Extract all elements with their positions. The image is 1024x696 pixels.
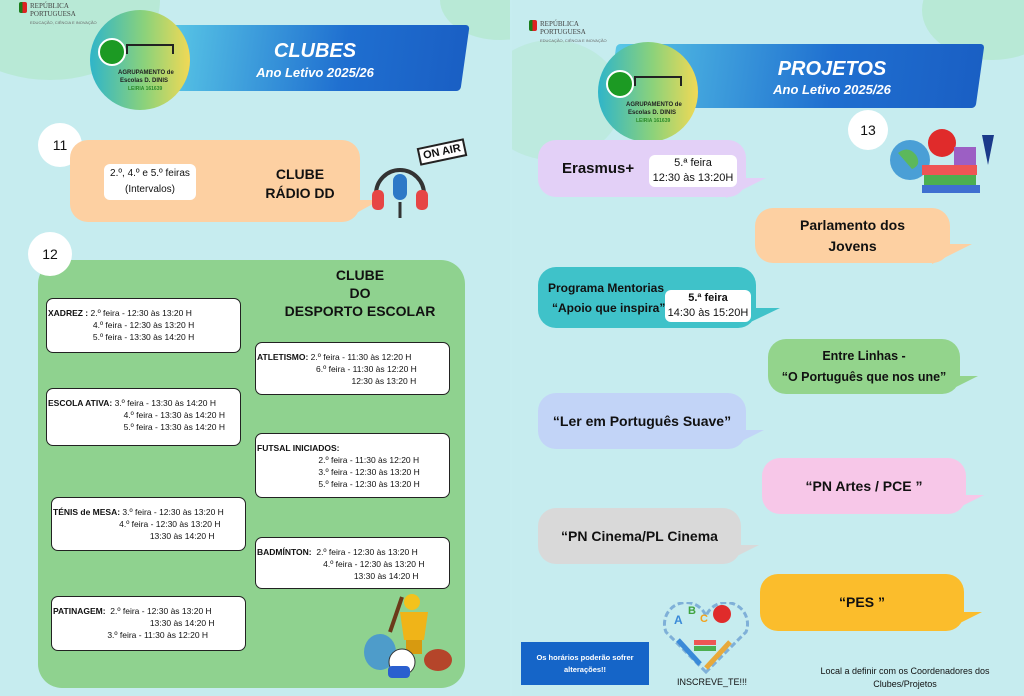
school-logo: AGRUPAMENTO de Escolas D. DINIS LEIRIA 1…: [90, 10, 190, 110]
project-number: 13: [848, 110, 888, 150]
bubble-tail: [723, 545, 759, 563]
school-supplies-icon: [882, 115, 997, 195]
signup-text: INSCREVE_TE!!!: [676, 677, 748, 687]
project-ler-portugues: “Ler em Português Suave”: [538, 393, 746, 449]
bubble-tail: [728, 430, 764, 448]
activity-card-futsal: FUTSAL INICIADOS: 2.º feira - 11:30 às 1…: [255, 433, 450, 498]
activity-card-patinagem: PATINAGEM: 2.º feira - 12:30 às 13:20 H …: [51, 596, 246, 651]
bubble-tail: [946, 612, 982, 630]
project-pes: “PES ”: [760, 574, 964, 631]
bubble-tail: [932, 244, 972, 264]
school-logo: AGRUPAMENTO de Escolas D. DINIS LEIRIA 1…: [598, 42, 698, 142]
activity-card-xadrez: XADREZ : 2.º feira - 12:30 às 13:20 H 4.…: [46, 298, 241, 353]
page-title: PROJETOS: [777, 58, 887, 80]
project-erasmus: Erasmus+: [538, 140, 746, 197]
svg-text:B: B: [688, 605, 696, 617]
svg-text:A: A: [674, 613, 683, 627]
page-subtitle: Ano Letivo 2025/26: [773, 82, 891, 97]
svg-text:C: C: [700, 613, 708, 625]
activity-card-atletismo: ATLETISMO: 2.º feira - 11:30 às 12:20 H …: [255, 342, 450, 395]
bubble-tail: [948, 495, 984, 513]
activity-card-badminton: BADMÍNTON: 2.º feira - 12:30 às 13:20 H …: [255, 537, 450, 589]
page-subtitle: Ano Letivo 2025/26: [256, 65, 374, 80]
on-air-sign: ON AIR: [416, 138, 468, 166]
location-note: Local a definir com os Coordenadores dos…: [820, 666, 990, 689]
bubble-tail: [340, 200, 380, 222]
schedule-change-notice: Os horários poderão sofrer alterações!!: [521, 642, 649, 685]
activity-card-tenis-mesa: TÉNIS de MESA: 3.º feira - 12:30 às 13:2…: [51, 497, 246, 551]
club-number: 12: [28, 232, 72, 276]
radio-headphones-icon: [370, 160, 430, 220]
project-entre-linhas: Entre Linhas -“O Português que nos une”: [768, 339, 960, 394]
bubble-tail: [942, 376, 978, 394]
page-title: CLUBES: [273, 40, 357, 62]
radio-schedule: 2.º, 4.º e 5.º feiras(Intervalos): [104, 164, 196, 200]
project-pn-cinema: “PN Cinema/PL Cinema: [538, 508, 741, 564]
sports-equipment-icon: [362, 592, 457, 682]
project-pn-artes: “PN Artes / PCE ”: [762, 458, 966, 514]
activity-card-escola-ativa: ESCOLA ATIVA: 3.º feira - 13:30 às 14:20…: [46, 388, 241, 446]
